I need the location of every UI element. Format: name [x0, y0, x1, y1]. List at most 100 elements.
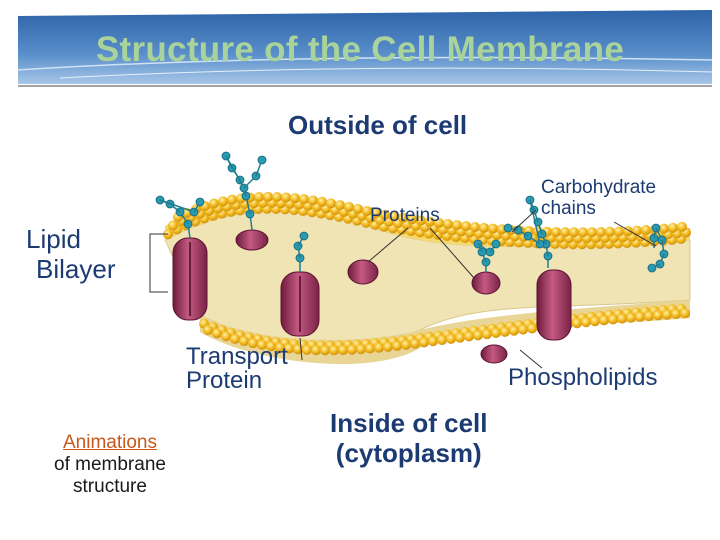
phospholipid-head [266, 341, 276, 352]
phospholipid-head [662, 309, 672, 320]
banner-swoosh-2 [59, 67, 713, 79]
phospholipid-head [383, 341, 393, 352]
transport-protein [172, 237, 208, 321]
phospholipid-head [392, 340, 402, 351]
phospholipid-head [653, 310, 663, 321]
phospholipid-head [596, 227, 606, 238]
phospholipid-head [668, 222, 678, 233]
peripheral-protein-2 [347, 259, 379, 285]
phospholipid-head [347, 344, 357, 355]
phospholipid-head [335, 200, 345, 211]
phospholipid-head [578, 227, 588, 238]
phospholipid-head [659, 223, 669, 234]
animations-note-line-2: of membrane [54, 454, 166, 475]
peripheral-protein-3 [471, 271, 501, 295]
outside-of-cell-label: Outside of cell [288, 110, 468, 140]
phospholipid-head [509, 325, 519, 336]
carbohydrate-chains [155, 151, 669, 273]
phospholipid-head [455, 332, 465, 343]
phospholipid-head [311, 345, 321, 356]
phospholipid-head [374, 342, 384, 353]
phospholipid-head [518, 324, 528, 335]
inside-label-line-1: Inside of cell [330, 408, 488, 438]
sugar-unit [257, 155, 267, 165]
phospholipid-head [371, 208, 381, 219]
carbohydrate-chains-label: Carbohydrate chains [541, 177, 656, 219]
animations-note-line-3: structure [73, 476, 147, 497]
title-banner [17, 10, 713, 87]
peripheral-protein-1 [235, 229, 269, 251]
phospholipid-head [230, 333, 240, 344]
phospholipid-head [329, 345, 339, 356]
carbo-leader-1 [511, 209, 537, 233]
phospholipid-head [614, 226, 624, 237]
phospholipid-head [461, 221, 471, 232]
phospholipid-head [617, 313, 627, 324]
sugar-unit [503, 223, 513, 233]
proteins-leader-2 [429, 227, 475, 279]
phospholipid-head [608, 314, 618, 325]
carbo-label-line-1: Carbohydrate [541, 177, 657, 198]
phospholipid-head [257, 339, 267, 350]
phospholipid-head [470, 221, 480, 232]
animations-note: Animations of membrane structure [30, 432, 190, 498]
phospholipid-head [272, 191, 282, 202]
phospholipid-head [398, 212, 408, 223]
banner-shape [18, 10, 712, 84]
phospholipid-head [248, 338, 258, 349]
carbo-leader-2 [613, 221, 657, 247]
phospholipid-head [284, 343, 294, 354]
lipid-bracket [149, 233, 168, 293]
phospholipid-head [500, 326, 510, 337]
phospholipid-head [626, 312, 636, 323]
integral-protein-right [536, 269, 572, 341]
phospholipid-head [221, 331, 231, 342]
phospholipid-head [527, 323, 537, 334]
phospholipid-head [479, 222, 489, 233]
phospholipid-head [320, 345, 330, 356]
banner-swoosh [17, 56, 713, 71]
phospholipid-head [434, 217, 444, 228]
phospholipid-head [356, 344, 366, 355]
lipid-label-line-1: Lipid [26, 224, 81, 254]
phospholipid-head [227, 194, 237, 205]
phospholipid-head [605, 226, 615, 237]
phospholipid-head [317, 196, 327, 207]
lipid-label-line-2: Bilayer [36, 254, 116, 284]
phospholipid-head [299, 194, 309, 205]
phospholipid-head [401, 339, 411, 350]
peripheral-protein-inner [480, 344, 508, 364]
phospholipid-head [452, 220, 462, 231]
channel-protein [280, 271, 320, 337]
phospholipid-head [590, 316, 600, 327]
page-title: Structure of the Cell Membrane [95, 30, 625, 69]
phospholipid-head [239, 336, 249, 347]
phospholipid-head [581, 317, 591, 328]
animations-link[interactable]: Animations [63, 432, 157, 453]
phospholipid-head [416, 215, 426, 226]
phospholipid-head [290, 193, 300, 204]
phospholipid-head [168, 220, 178, 231]
phospholipid-head [281, 192, 291, 203]
phospholipid-head [365, 343, 375, 354]
phospholipid-head [632, 225, 642, 236]
phospholipid-head [308, 195, 318, 206]
phospholipid-head [302, 344, 312, 355]
phospholipid-head [362, 205, 372, 216]
phospho-leader [519, 349, 543, 369]
phospholipid-head [437, 335, 447, 346]
phospholipid-head [635, 311, 645, 322]
phospholipid-head [419, 337, 429, 348]
phospholipid-head [551, 226, 561, 237]
phospholipid-head [641, 225, 651, 236]
phospholipid-head [212, 328, 222, 339]
inside-label-line-2: (cytoplasm) [335, 438, 482, 468]
leader-lines [149, 209, 657, 369]
sugar-unit [299, 231, 309, 241]
phospholipid-head [209, 198, 219, 209]
proteins-leader-1 [367, 227, 409, 263]
sugar-unit [647, 263, 657, 273]
phospholipid-head [446, 333, 456, 344]
